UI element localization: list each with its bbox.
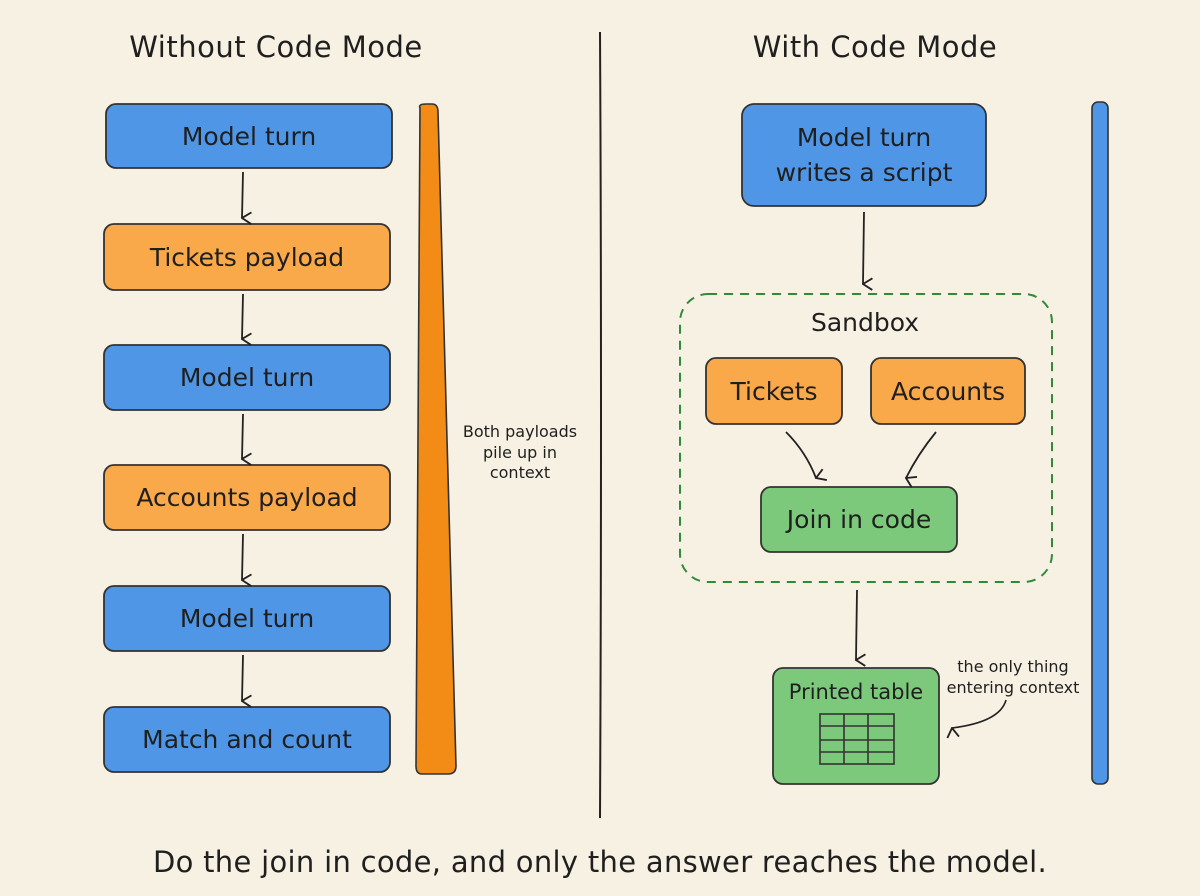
panel-divider <box>599 31 602 819</box>
left-arrow-2 <box>242 293 243 339</box>
left-panel-title: Without Code Mode <box>129 30 423 64</box>
accounts-box <box>870 357 1026 425</box>
arrow-tickets-to-join <box>785 431 816 478</box>
left-arrow-3 <box>242 413 243 459</box>
join-box <box>760 486 958 553</box>
tickets-label: Tickets <box>730 376 818 406</box>
left-arrow-1 <box>242 171 243 218</box>
left-arrow-5 <box>242 654 243 701</box>
left-step-label: Model turn <box>179 604 315 633</box>
right-model-box <box>741 103 987 207</box>
left-step-label: Accounts payload <box>136 483 358 512</box>
right-panel-title: With Code Mode <box>752 30 998 64</box>
left-step-label: Match and count <box>142 725 352 754</box>
arrow-accounts-to-join <box>906 431 937 478</box>
caption: Do the join in code, and only the answer… <box>152 845 1048 879</box>
right-arrow-to-sandbox <box>863 211 864 284</box>
right-model-label: Model turn writes a script <box>775 123 953 187</box>
left-step-label: Tickets payload <box>149 242 345 272</box>
context-note-left: Both payloads pile up in context <box>462 421 578 483</box>
right-arrow-to-output <box>856 589 857 660</box>
left-step-label: Model turn <box>179 363 315 392</box>
tickets-box <box>705 357 843 425</box>
output-note: the only thing entering context <box>946 657 1080 697</box>
table-icon <box>819 713 895 765</box>
sandbox-border <box>679 293 1053 583</box>
join-label: Join in code <box>786 505 932 534</box>
printed-table-label: Printed table <box>788 680 924 704</box>
note-arrow <box>952 699 1007 728</box>
right-context-bar <box>1091 101 1109 785</box>
left-arrow-4 <box>242 533 243 580</box>
accounts-label: Accounts <box>891 376 1005 406</box>
sandbox-label: Sandbox <box>810 307 920 337</box>
left-context-bar <box>415 103 457 775</box>
left-step-label: Model turn <box>181 121 317 151</box>
left-step-box-0 <box>105 103 393 169</box>
